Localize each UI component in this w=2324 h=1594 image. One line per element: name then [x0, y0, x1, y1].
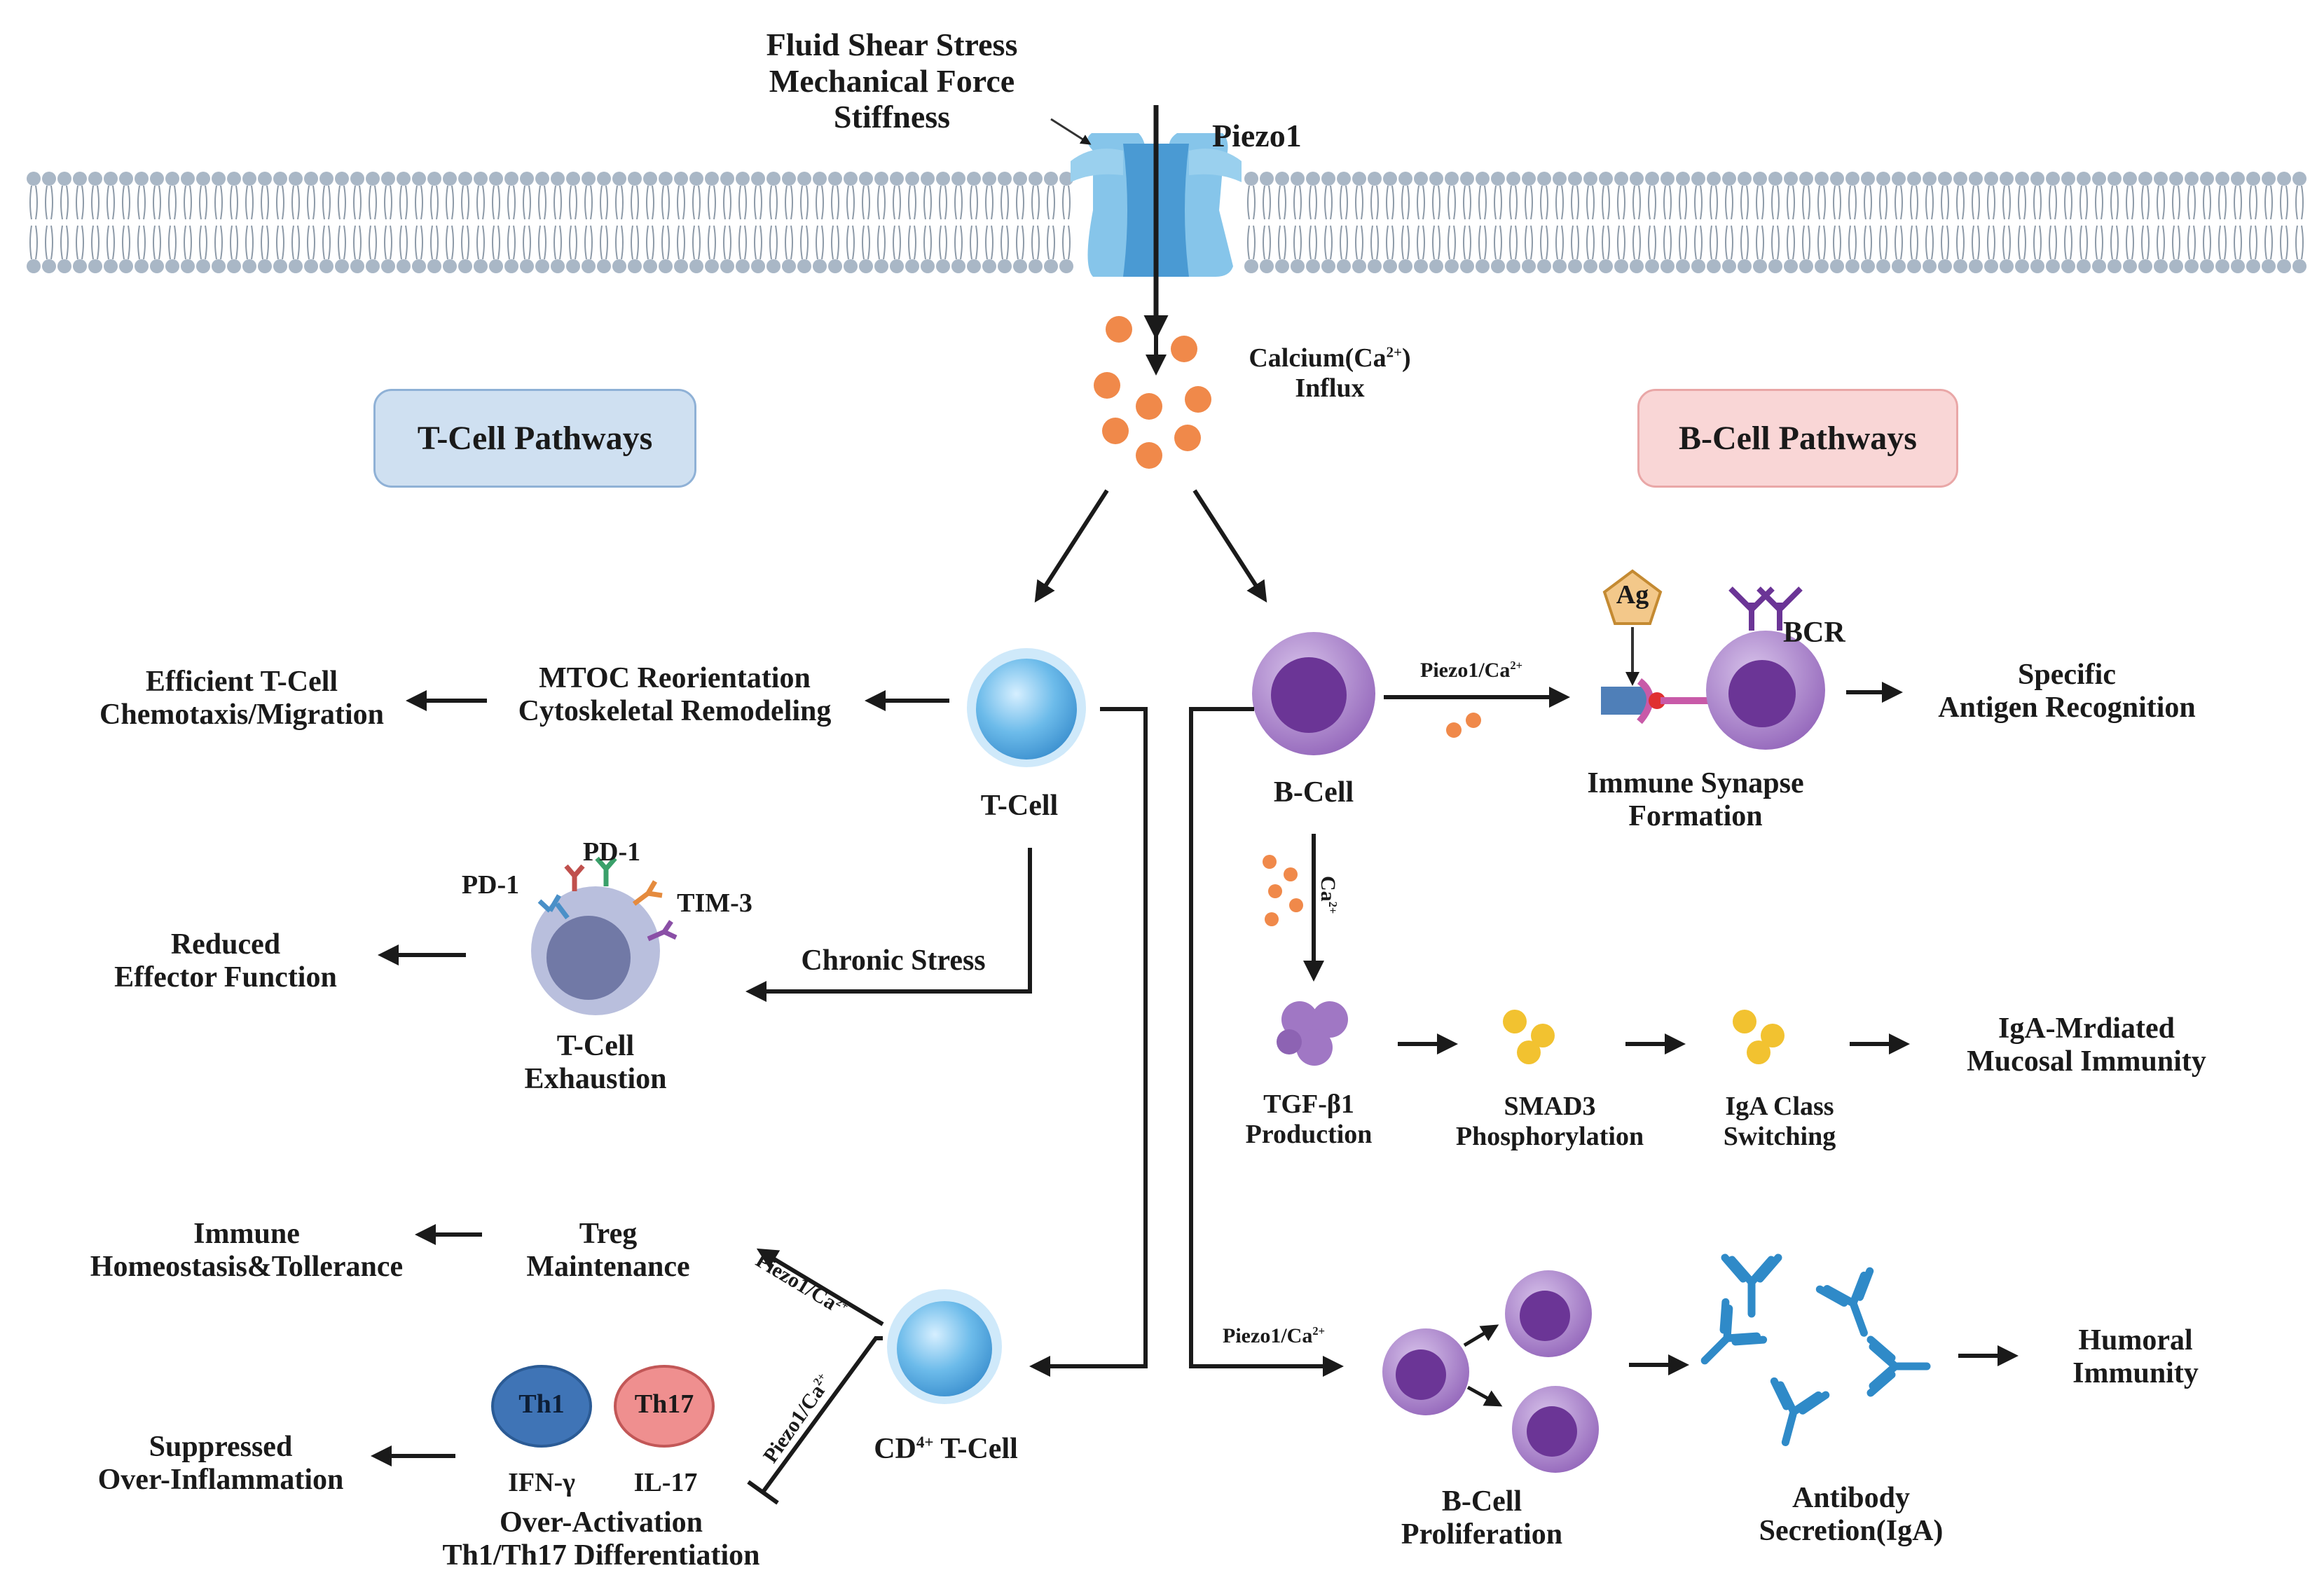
smad3-icon: [1503, 1010, 1555, 1064]
th17-label: Th17: [634, 1389, 694, 1419]
iga-mucosal-label: IgA-Mrdiated Mucosal Immunity: [1967, 1012, 2206, 1078]
tgf-beta1-icon: [1277, 1001, 1348, 1066]
immune-synapse-icon: [1601, 586, 1825, 750]
antibody-icon: [1721, 1253, 1782, 1318]
pd1-top-receptor-icon: [595, 856, 617, 886]
calcium-label: Calcium(Ca2+) Influx: [1249, 343, 1411, 403]
antibody-icon: [1770, 1377, 1830, 1446]
exhaustion-label: T-Cell Exhaustion: [524, 1030, 667, 1096]
calcium-ion: [1136, 442, 1162, 469]
smad-label: SMAD3 Phosphorylation: [1455, 1092, 1644, 1151]
antibody-label: Antibody Secretion(IgA): [1759, 1482, 1944, 1548]
bcr-label: BCR: [1783, 617, 1845, 649]
treg-label: Treg Maintenance: [526, 1218, 690, 1284]
humoral-label: Humoral Immunity: [2072, 1324, 2199, 1390]
antigen-label: Ag: [1616, 580, 1649, 610]
t-cell: [967, 648, 1086, 767]
synapse-edge-label: Piezo1/Ca2+: [1420, 659, 1522, 682]
chronic-stress-label: Chronic Stress: [801, 944, 986, 977]
suppressed-label: Suppressed Over-Inflammation: [97, 1431, 344, 1497]
stimulus-label: Fluid Shear Stress Mechanical Force Stif…: [766, 27, 1018, 135]
cell-membrane: [27, 172, 2306, 273]
antibody-icon: [1866, 1335, 1931, 1397]
t-cell-label: T-Cell: [980, 790, 1059, 822]
cd4-label: CD4+ T-Cell: [874, 1433, 1018, 1465]
arrow-chronic-stress: [745, 848, 1032, 1002]
antibody-icon: [1815, 1267, 1874, 1337]
tim3-label: TIM-3: [677, 888, 752, 918]
calcium-ions: [1094, 316, 1211, 469]
ca-vertical-label: Ca2+: [1316, 876, 1340, 914]
calcium-ion: [1136, 393, 1162, 420]
tgf-label: TGF-β1 Production: [1245, 1090, 1373, 1149]
arrow-to-treg: [756, 1248, 884, 1326]
calcium-ion: [1185, 386, 1211, 413]
antigen-icon: [1602, 569, 1663, 625]
b-cell-proliferation-icon: [1382, 1270, 1599, 1473]
arrow-to-cd4: [1029, 707, 1148, 1377]
pd1-receptor-icon: [537, 864, 585, 920]
proliferation-edge-label: Piezo1/Ca2+: [1223, 1324, 1325, 1347]
antibody-icon: [1700, 1298, 1768, 1365]
specific-label: Specific Antigen Recognition: [1938, 659, 2196, 724]
stimulus-pointer: [1050, 118, 1092, 145]
inhibition-bar: [747, 1480, 779, 1505]
antibody-icons: [1700, 1253, 1931, 1446]
arrow-to-b-cell: [1192, 489, 1267, 603]
cd4-t-cell: [887, 1289, 1002, 1404]
homeostasis-label: Immune Homeostasis&Tollerance: [90, 1218, 404, 1284]
arrow-divide-up: [1463, 1324, 1499, 1347]
tim3-receptor-icon: [632, 880, 678, 942]
b-cell: [1252, 632, 1375, 755]
calcium-dot: [1446, 722, 1462, 738]
mtoc-label: MTOC Reorientation Cytoskeletal Remodeli…: [518, 662, 832, 728]
iga-switch-icon: [1733, 1010, 1785, 1064]
piezo1-channel: [1071, 133, 1242, 277]
pd1-left-label: PD-1: [461, 870, 520, 900]
synapse-label: Immune Synapse Formation: [1587, 767, 1804, 833]
arrow-divide-down: [1466, 1385, 1503, 1407]
calcium-ion: [1102, 418, 1129, 444]
b-cell-label: B-Cell: [1273, 776, 1354, 809]
chemotaxis-label: Efficient T-Cell Chemotaxis/Migration: [99, 666, 384, 731]
exhausted-t-cell: [531, 886, 660, 1015]
th1-label: Th1: [518, 1389, 565, 1419]
overactivation-label: Over-Activation Th1/Th17 Differentiation: [442, 1506, 760, 1572]
b-cell-pathways-header: B-Cell Pathways: [1637, 389, 1958, 488]
calcium-ion: [1094, 372, 1120, 399]
reduced-label: Reduced Effector Function: [114, 928, 337, 994]
piezo1-label: Piezo1: [1212, 118, 1302, 153]
arrow-to-proliferation: [1189, 707, 1344, 1377]
t-cell-pathways-header: T-Cell Pathways: [373, 389, 696, 488]
iga-switch-label: IgA Class Switching: [1723, 1092, 1836, 1151]
calcium-ion: [1171, 336, 1197, 362]
ifn-gamma-label: IFN-γ: [508, 1468, 575, 1497]
calcium-dot: [1466, 713, 1481, 728]
pd1-top-label: PD-1: [582, 837, 641, 867]
th1-cell: [491, 1365, 592, 1448]
calcium-ions-small: [1263, 855, 1303, 926]
calcium-ion: [1174, 425, 1201, 451]
th17-cell: [614, 1365, 715, 1448]
calcium-ion: [1106, 316, 1132, 343]
proliferation-label: B-Cell Proliferation: [1401, 1485, 1563, 1551]
inhibition-line: [762, 1336, 883, 1492]
arrow-to-t-cell: [1034, 489, 1109, 603]
il17-label: IL-17: [633, 1468, 698, 1497]
